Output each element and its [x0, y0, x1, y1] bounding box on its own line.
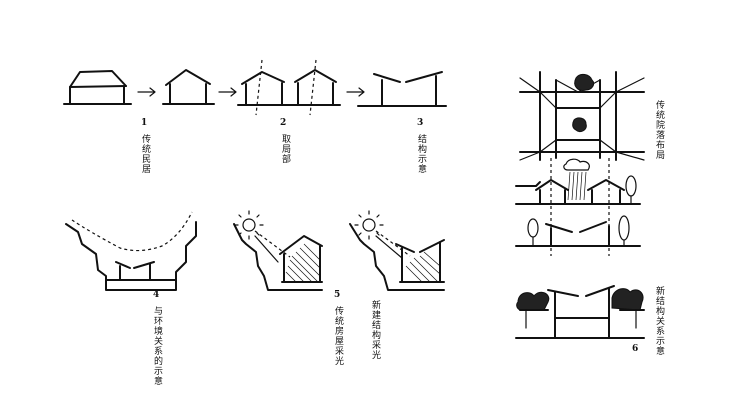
simplified-house-sketch — [162, 69, 215, 105]
step-number-2: 2 — [280, 118, 287, 128]
label-courtyard-layout: 传统院落布局 — [654, 100, 664, 160]
traditional-lighting-sketch — [233, 210, 323, 291]
step-number-6: 6 — [632, 344, 639, 354]
label-traditional-house: 传统民居 — [140, 134, 150, 174]
structure-sketch — [357, 71, 447, 107]
arrow-2 — [218, 87, 237, 97]
step-number-5: 5 — [334, 290, 341, 300]
label-environment-relation: 与环境关系的示意 — [152, 306, 162, 386]
local-cut-sketch — [237, 59, 341, 116]
label-new-lighting: 新建结构采光 — [370, 300, 380, 360]
valley-environment-sketch — [65, 211, 197, 291]
traditional-elevation-sketch — [515, 158, 641, 205]
new-structure-lighting-sketch — [349, 210, 445, 291]
step-number-4: 4 — [153, 290, 160, 300]
courtyard-plan-sketch — [519, 71, 645, 161]
step-number-3: 3 — [417, 118, 424, 128]
label-new-structure-relation: 新结构关系示意 — [654, 286, 664, 356]
step-number-1: 1 — [141, 118, 148, 128]
new-elevation-sketch — [515, 215, 641, 247]
label-structure: 结构示意 — [416, 134, 426, 174]
arrow-3 — [346, 87, 365, 97]
alignment-lines — [550, 158, 610, 256]
label-traditional-lighting: 传统房屋采光 — [333, 306, 343, 366]
new-structure-relation-sketch — [515, 285, 645, 339]
arrow-1 — [137, 87, 156, 97]
label-take-part: 取局部 — [280, 134, 290, 164]
traditional-house-sketch — [63, 70, 132, 105]
